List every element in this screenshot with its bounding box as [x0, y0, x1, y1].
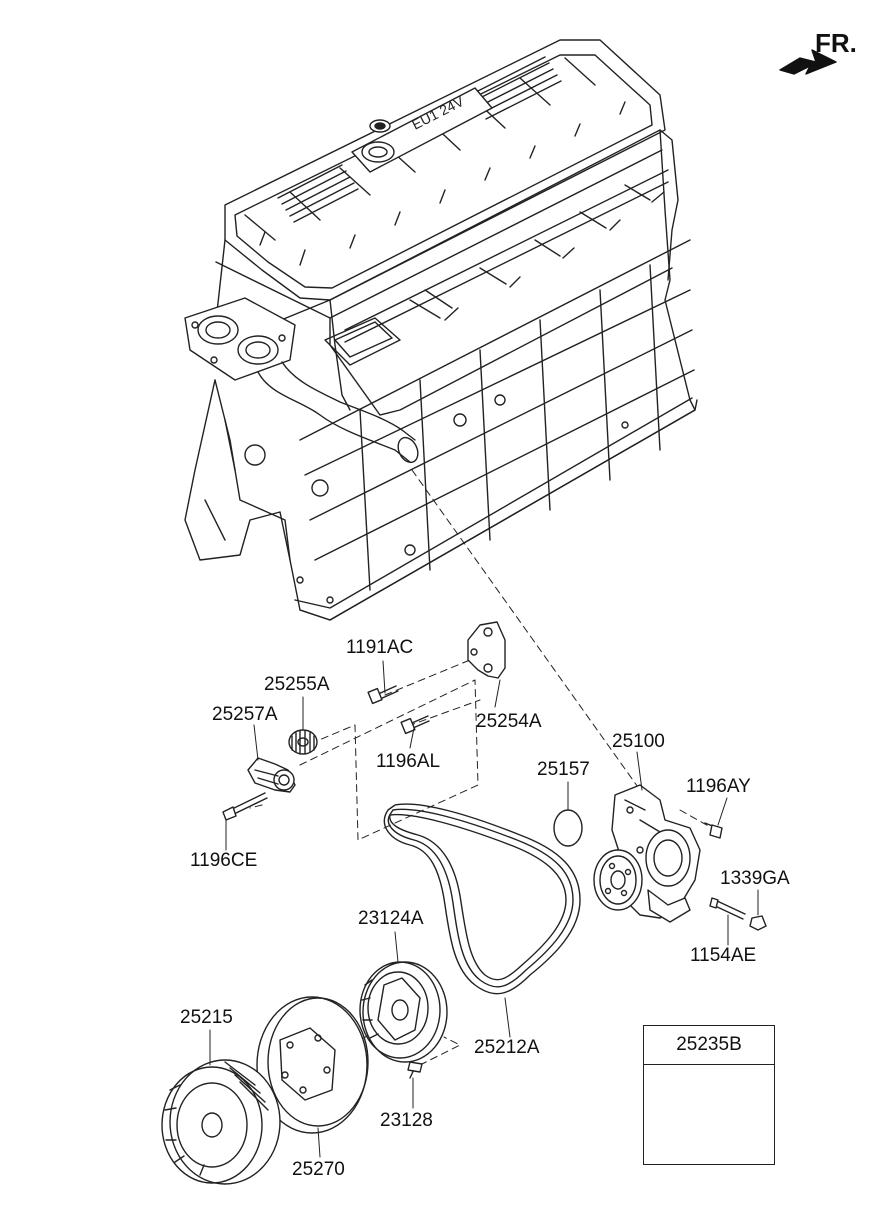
- part-label-25100[interactable]: 25100: [612, 731, 665, 752]
- bolt-1191AC: [367, 685, 399, 705]
- part-label-23128[interactable]: 23128: [380, 1110, 433, 1131]
- label-leader-lines: [209, 660, 759, 1158]
- inset-part-label[interactable]: 25235B: [644, 1026, 774, 1065]
- part-label-25257A[interactable]: 25257A: [212, 704, 278, 725]
- front-direction-arrow-icon: [779, 49, 837, 75]
- dashed-leader-lines: [249, 469, 713, 1066]
- bolt-23128: [407, 1061, 423, 1079]
- tensioner-25257A: [247, 757, 296, 793]
- inset-box: 25235B: [643, 1025, 775, 1165]
- bolt-1196AY: [704, 822, 723, 839]
- part-label-1154AE[interactable]: 1154AE: [690, 945, 757, 966]
- part-label-25212A[interactable]: 25212A: [474, 1037, 540, 1058]
- part-label-23124A[interactable]: 23124A: [358, 908, 424, 929]
- pulley-23124A: [359, 961, 448, 1063]
- part-label-25254A[interactable]: 25254A: [476, 711, 542, 732]
- bolt-1196CE: [222, 792, 268, 821]
- drive-belt-25212A: [383, 803, 581, 995]
- part-label-25270[interactable]: 25270: [292, 1159, 345, 1180]
- part-label-1339GA[interactable]: 1339GA: [720, 868, 790, 889]
- part-label-25157[interactable]: 25157: [537, 759, 590, 780]
- part-label-1196AL[interactable]: 1196AL: [376, 751, 441, 772]
- front-direction-label: FR.: [815, 28, 857, 58]
- part-label-1191AC[interactable]: 1191AC: [346, 637, 414, 658]
- gasket-25157: [553, 809, 583, 847]
- engine-block: EU1 24V: [184, 39, 698, 621]
- part-label-25215[interactable]: 25215: [180, 1007, 233, 1028]
- nut-1339GA: [749, 915, 767, 931]
- part-label-1196AY[interactable]: 1196AY: [686, 776, 751, 797]
- pulley-25215: [161, 1059, 281, 1185]
- part-label-1196CE[interactable]: 1196CE: [190, 850, 258, 871]
- part-label-25255A[interactable]: 25255A: [264, 674, 330, 695]
- stud-1154AE: [709, 897, 746, 920]
- idler-pulley-25255A: [288, 729, 318, 755]
- water-pump-pulley: [593, 849, 643, 911]
- damper-25270: [256, 996, 369, 1134]
- bracket-25254A: [467, 621, 506, 679]
- bolt-1196AL: [400, 715, 430, 735]
